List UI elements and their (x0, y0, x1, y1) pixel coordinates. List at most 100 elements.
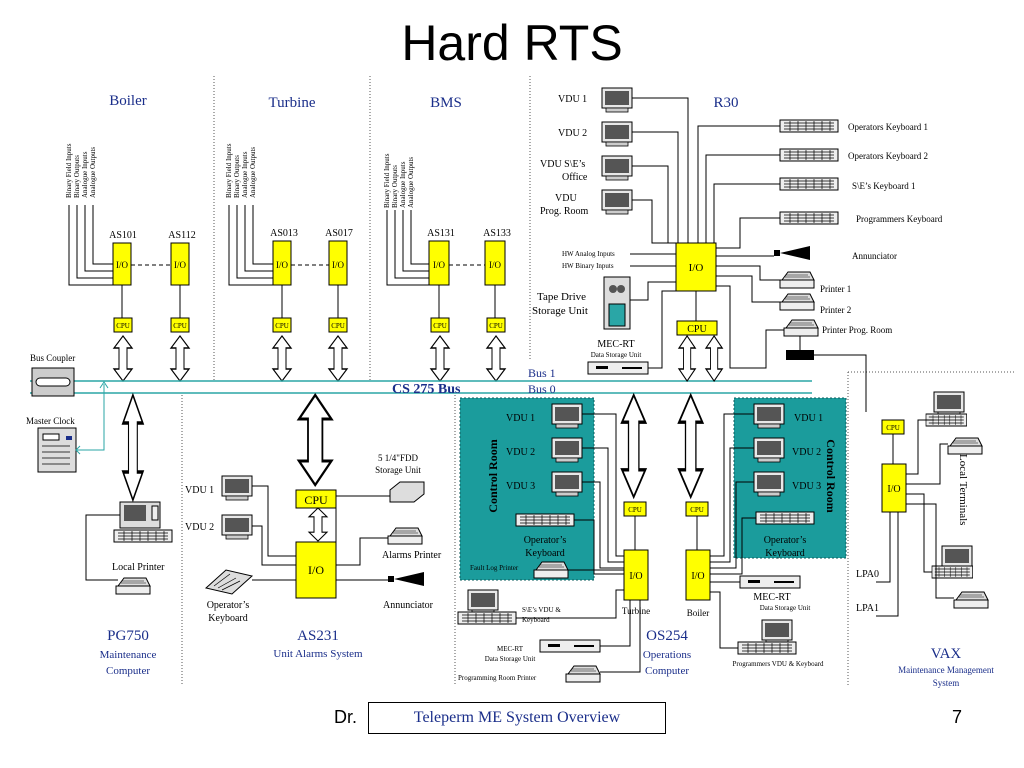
svg-text:Binary Outputs: Binary Outputs (391, 165, 399, 208)
svg-text:AS017: AS017 (325, 228, 353, 239)
svg-text:CPU: CPU (886, 424, 900, 432)
svg-text:Unit Alarms System: Unit Alarms System (273, 648, 363, 660)
svg-text:Operator’s: Operator’s (524, 535, 567, 546)
svg-text:CPU: CPU (116, 322, 130, 330)
svg-text:VAX: VAX (931, 646, 962, 662)
r30-system: I/O CPU VDU 1 VDU 2 VDU S\E’s Office VDU… (532, 87, 943, 412)
svg-text:CPU: CPU (173, 322, 187, 330)
svg-text:AS101: AS101 (109, 230, 137, 241)
svg-text:Binary Outputs: Binary Outputs (73, 155, 81, 198)
svg-text:Operators Keyboard 1: Operators Keyboard 1 (848, 122, 928, 132)
svg-text:MEC-RT: MEC-RT (597, 339, 634, 350)
svg-text:MEC-RT: MEC-RT (753, 592, 790, 603)
svg-text:CPU: CPU (489, 322, 503, 330)
svg-text:VDU 2: VDU 2 (792, 447, 821, 458)
svg-text:Local Printer: Local Printer (112, 562, 165, 573)
svg-text:Programming Room Printer: Programming Room Printer (458, 674, 537, 682)
svg-text:VDU 1: VDU 1 (794, 413, 823, 424)
pg750: Local Printer PG750 Maintenance Computer (85, 393, 173, 677)
svg-text:Prog. Room: Prog. Room (540, 206, 589, 217)
svg-text:S\E’s VDU &: S\E’s VDU & (522, 606, 561, 614)
svg-text:Annunciator: Annunciator (852, 251, 897, 261)
svg-text:Keyboard: Keyboard (525, 548, 564, 559)
svg-text:I/O: I/O (691, 571, 704, 582)
svg-text:Data Storage Unit: Data Storage Unit (760, 604, 811, 612)
bus1-label: Bus 1 (528, 366, 556, 380)
svg-text:CPU: CPU (628, 506, 642, 514)
field-wiring (68, 205, 429, 286)
section-bms: BMS (430, 95, 462, 111)
svg-text:I/O: I/O (332, 260, 344, 270)
svg-text:Data Storage Unit: Data Storage Unit (485, 655, 536, 663)
svg-text:I/O: I/O (887, 484, 900, 495)
svg-text:I/O: I/O (276, 260, 288, 270)
svg-text:Binary Field Inputs: Binary Field Inputs (225, 143, 233, 198)
svg-text:LPA1: LPA1 (856, 603, 879, 614)
svg-text:Control Room: Control Room (486, 439, 500, 512)
svg-text:I/O: I/O (689, 262, 704, 274)
svg-text:Analogue Outputs: Analogue Outputs (89, 147, 97, 198)
svg-text:I/O: I/O (629, 571, 642, 582)
svg-text:VDU 2: VDU 2 (506, 447, 535, 458)
cs275-label: CS 275 Bus (392, 382, 461, 397)
section-turbine: Turbine (269, 95, 316, 111)
svg-text:I/O: I/O (489, 260, 501, 270)
svg-text:HW Analog Inputs: HW Analog Inputs (562, 250, 615, 258)
svg-text:Master Clock: Master Clock (26, 416, 75, 426)
svg-text:Operators Keyboard 2: Operators Keyboard 2 (848, 151, 928, 161)
svg-text:Operator’s: Operator’s (764, 535, 807, 546)
svg-text:Analogue Inputs: Analogue Inputs (399, 161, 407, 208)
svg-text:VDU 1: VDU 1 (185, 485, 214, 496)
svg-text:VDU 3: VDU 3 (506, 481, 535, 492)
svg-text:AS131: AS131 (427, 228, 455, 239)
svg-text:Printer Prog. Room: Printer Prog. Room (822, 325, 892, 335)
master-clock: Master Clock (26, 381, 109, 473)
automation-systems: AS101 AS112 AS013 AS017 AS131 AS133 I/O … (109, 228, 511, 382)
svg-text:VDU 2: VDU 2 (558, 128, 587, 139)
footer-subtitle: Teleperm ME System Overview (368, 702, 666, 734)
vax-system: CPU I/O Local Terminals LPA0 LPA1 VAX Ma… (856, 391, 994, 688)
svg-text:Keyboard: Keyboard (208, 613, 247, 624)
svg-text:Binary Outputs: Binary Outputs (233, 155, 241, 198)
svg-text:CPU: CPU (331, 322, 345, 330)
footer-author: Dr. (334, 707, 358, 727)
field-signal-labels: Binary Field Inputs Binary Outputs Analo… (65, 143, 415, 208)
svg-text:Analogue Inputs: Analogue Inputs (241, 151, 249, 198)
svg-text:HW Binary Inputs: HW Binary Inputs (562, 262, 614, 270)
svg-text:LPA0: LPA0 (856, 569, 879, 580)
svg-text:I/O: I/O (116, 260, 128, 270)
svg-text:Storage Unit: Storage Unit (532, 305, 588, 317)
svg-text:Annunciator: Annunciator (383, 600, 434, 611)
svg-text:Maintenance Management: Maintenance Management (898, 665, 994, 675)
svg-text:Binary Field Inputs: Binary Field Inputs (65, 143, 73, 198)
svg-text:Binary Field Inputs: Binary Field Inputs (383, 153, 391, 208)
svg-text:VDU S\E’s: VDU S\E’s (540, 159, 585, 170)
svg-text:CPU: CPU (690, 506, 704, 514)
svg-text:S\E’s Keyboard 1: S\E’s Keyboard 1 (852, 181, 916, 191)
svg-text:Keyboard: Keyboard (765, 548, 804, 559)
svg-text:AS112: AS112 (168, 230, 195, 241)
svg-text:Boiler: Boiler (687, 608, 710, 618)
section-boiler: Boiler (109, 93, 147, 109)
svg-text:Data Storage Unit: Data Storage Unit (591, 351, 642, 359)
bus0-label: Bus 0 (528, 382, 556, 396)
svg-text:I/O: I/O (433, 260, 445, 270)
svg-text:Operator’s: Operator’s (207, 600, 250, 611)
svg-text:MEC-RT: MEC-RT (497, 645, 524, 653)
as231: CPU I/O VDU 1 VDU 2 Operator’s Keyboard … (185, 393, 442, 660)
svg-text:VDU: VDU (555, 193, 577, 204)
svg-text:I/O: I/O (308, 563, 324, 577)
svg-text:Fault Log Printer: Fault Log Printer (470, 564, 519, 572)
svg-text:Keyboard: Keyboard (522, 616, 550, 624)
svg-text:Alarms Printer: Alarms Printer (382, 550, 442, 561)
page-number: 7 (952, 707, 963, 727)
bus-coupler: Bus Coupler (30, 353, 75, 397)
svg-text:OS254: OS254 (646, 628, 688, 644)
svg-text:VDU 2: VDU 2 (185, 522, 214, 533)
section-separators (181, 76, 1016, 685)
svg-text:Printer 1: Printer 1 (820, 284, 851, 294)
svg-text:Programmers Keyboard: Programmers Keyboard (856, 214, 943, 224)
buses: Bus 1 Bus 0 CS 275 Bus (30, 366, 812, 397)
svg-text:Programmers VDU & Keyboard: Programmers VDU & Keyboard (732, 660, 824, 668)
